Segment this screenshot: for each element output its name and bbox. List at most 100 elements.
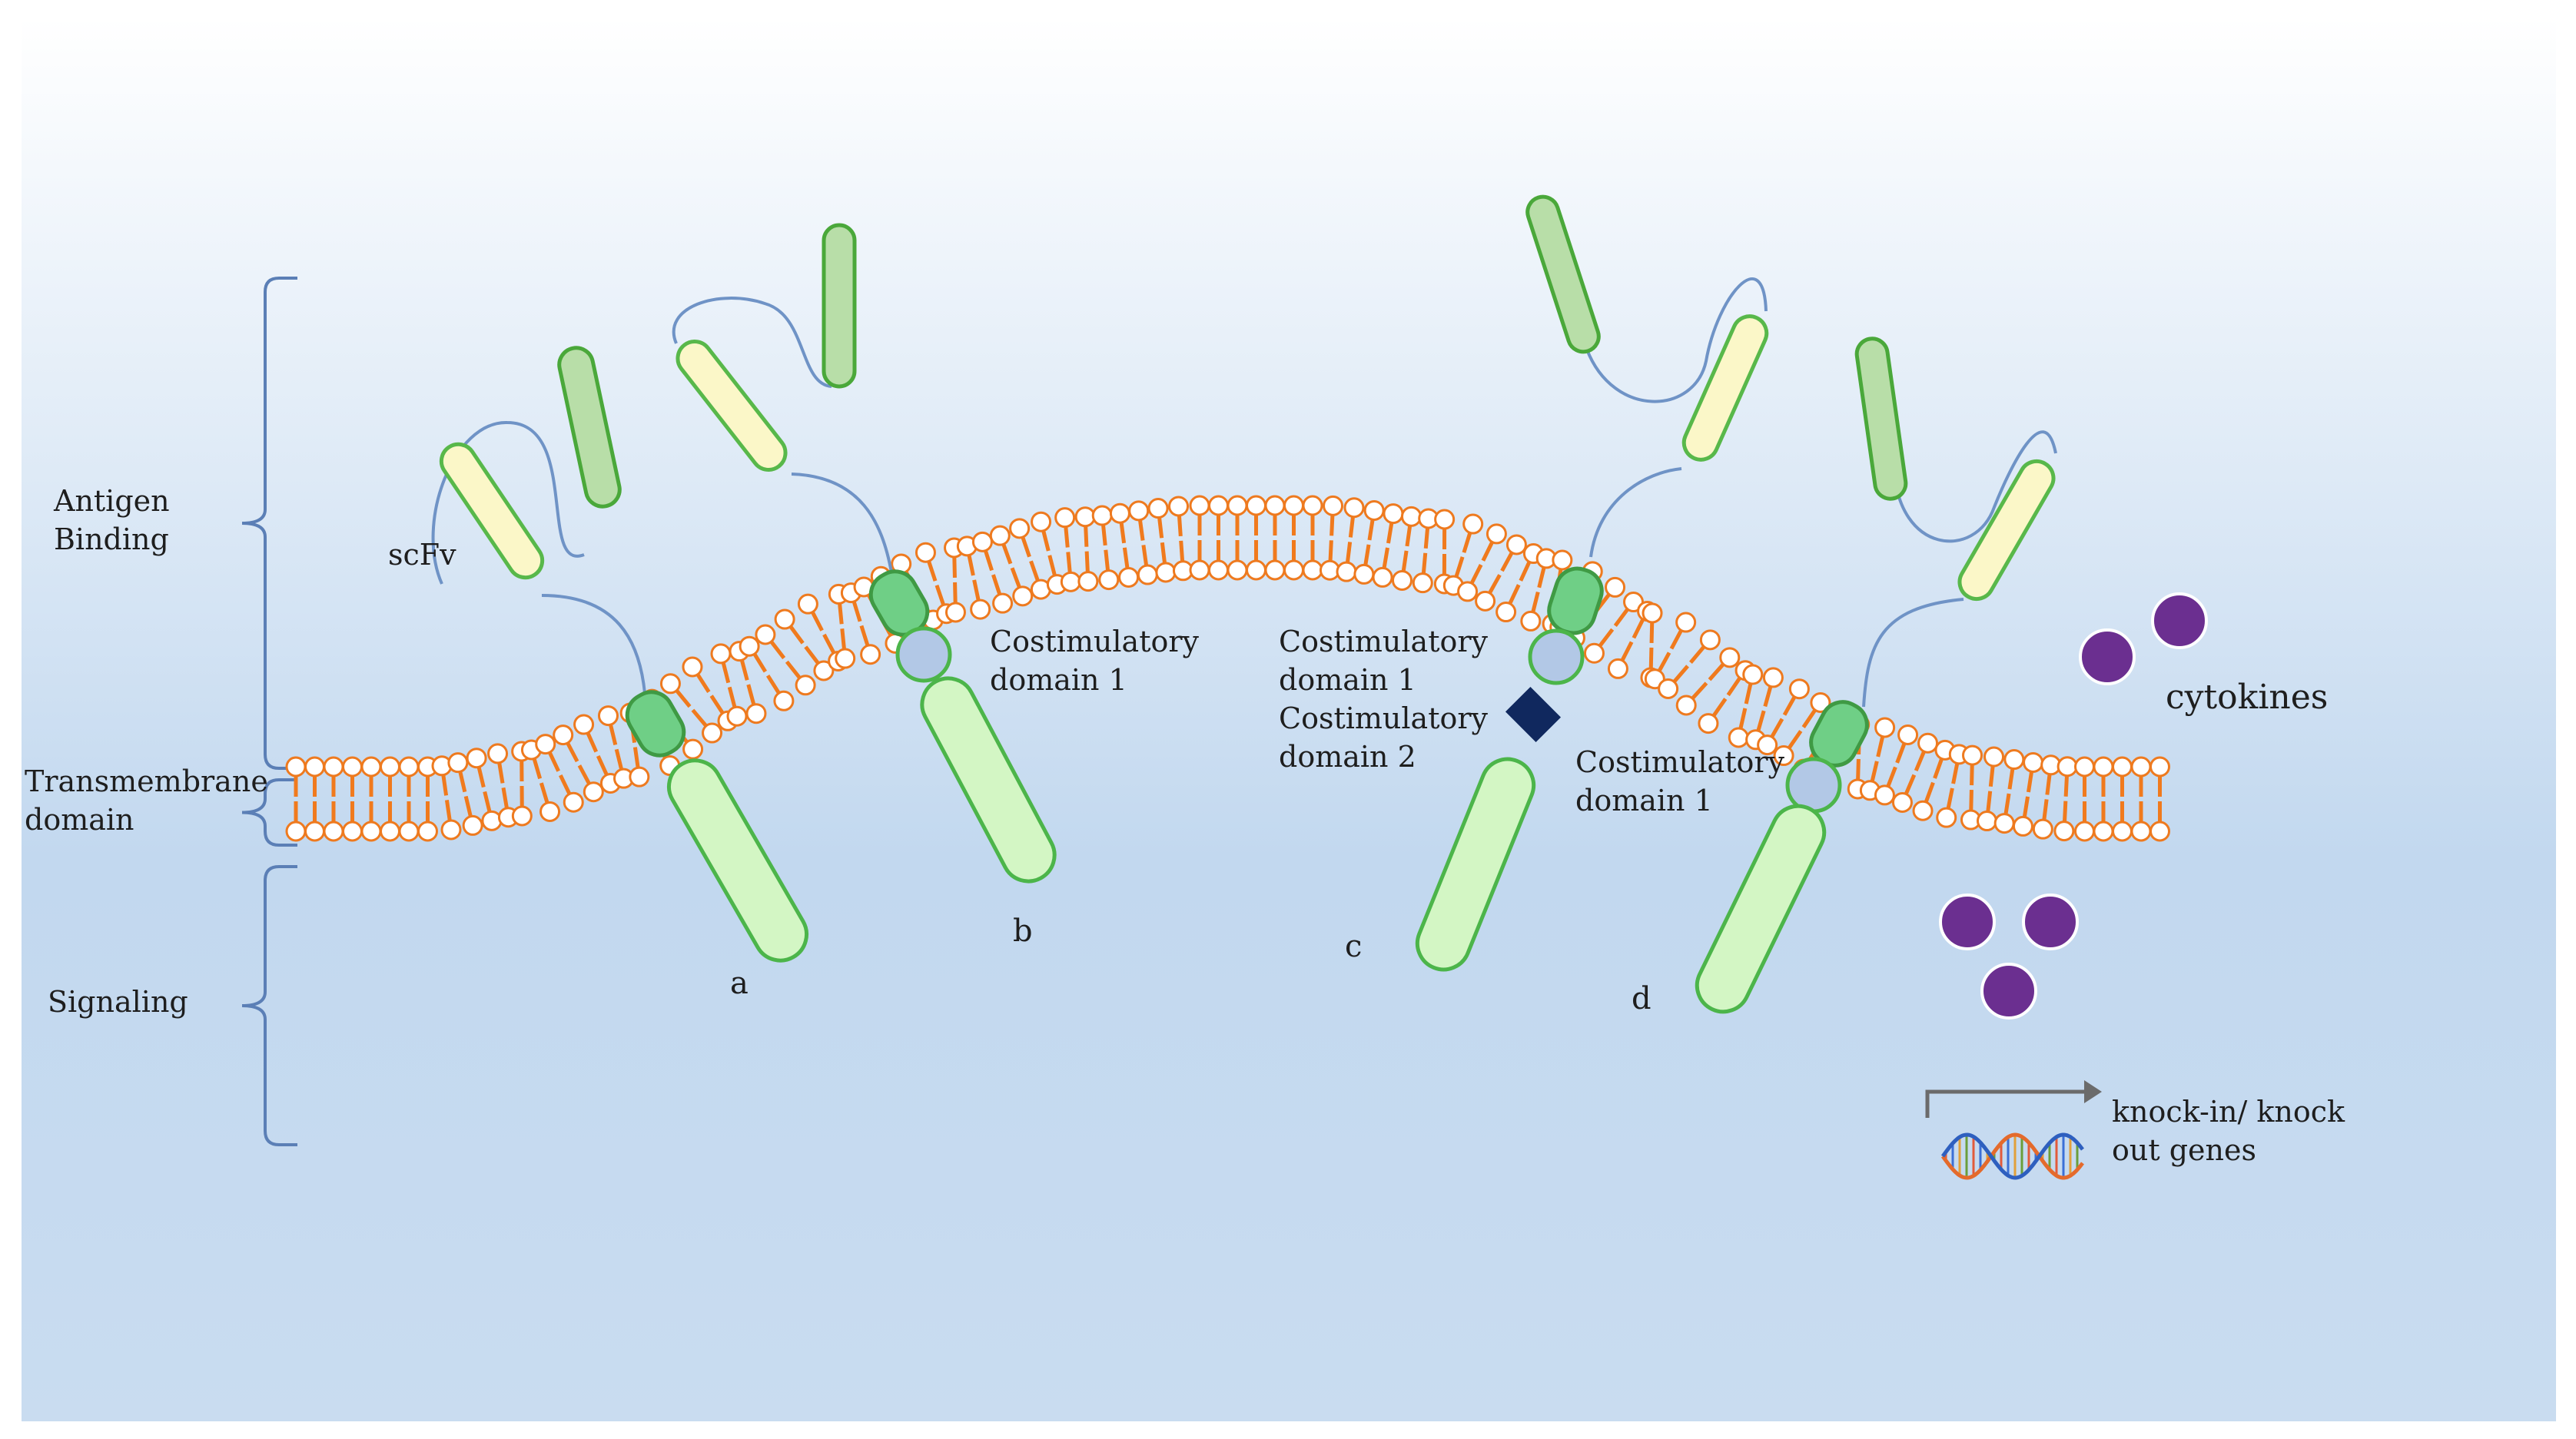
lipid-head [1228,496,1247,515]
car-b-letter: b [1013,913,1033,949]
lipid-head [575,715,593,734]
lipid-head [2113,822,2132,841]
lipid-head [1303,561,1322,579]
lipid-head [1373,568,1392,586]
lipid-head [1985,748,2003,766]
lipid-head [796,676,815,695]
lipid-head [1899,725,1917,744]
car-d-costimulatory-domain-1 [1788,759,1840,811]
lipid-head [1324,496,1343,515]
lipid-head [1606,578,1625,596]
lipid-head [1170,497,1188,516]
lipid-head [400,822,418,841]
car-c-costim-label-line1: Costimulatory [1279,625,1489,658]
lipid-head [324,758,343,776]
lipid-head [971,600,990,618]
lipid-head [2113,758,2132,776]
lipid-head [1977,812,1996,831]
lipid-head [2151,758,2169,776]
lipid-head [1079,572,1097,591]
lipid-head [1893,793,1911,811]
lipid-head [2005,751,2023,769]
lipid-head [467,749,486,768]
lipid-head [419,822,437,841]
lipid-head [1608,659,1627,678]
lipid-head [1157,563,1175,582]
lipid-head [1790,680,1808,698]
lipid-head [1497,603,1515,622]
lipid-head [1032,512,1051,531]
lipid-head [1721,648,1739,667]
lipid-head [541,802,559,821]
lipid-head [1285,561,1303,579]
lipid-head [1149,499,1167,518]
lipid-head [1919,734,1937,752]
genes-label-line1: knock-in/ knock [2112,1095,2345,1129]
car-c-letter: c [1345,929,1362,964]
lipid-head [1764,668,1782,687]
lipid-head [1643,604,1661,622]
lipid-head [836,649,855,668]
lipid-head [1210,561,1228,579]
car-b-costim-label-line1: Costimulatory [990,625,1200,658]
lipid-head [1120,568,1138,586]
signaling-label: Signaling [48,985,188,1019]
scfv-label: scFv [388,538,456,572]
lipid-head [1937,808,1956,827]
transmembrane-label-line2: domain [25,803,134,837]
cytokine-icon [2153,594,2206,648]
lipid-head [728,707,746,725]
lipid-head [489,744,507,763]
lipid-head [1228,561,1247,579]
lipid-head [362,758,380,776]
lipid-head [2076,822,2094,841]
car-b-costim-label-line2: domain 1 [990,663,1127,697]
lipid-head [1553,551,1572,569]
lipid-head [2013,817,2032,835]
lipid-head [1011,519,1029,538]
lipid-head [747,705,765,723]
lipid-head [442,821,460,839]
lipid-head [513,807,531,825]
lipid-head [287,822,305,841]
lipid-head [798,595,817,613]
lipid-head [1522,612,1540,630]
car-d-letter: d [1632,981,1651,1016]
lipid-head [306,822,324,841]
lipid-head [344,758,362,776]
lipid-head [683,658,702,676]
lipid-head [449,754,467,772]
lipid-head [463,816,482,834]
lipid-head [1190,496,1209,515]
cytokine-icon [1982,964,2036,1018]
lipid-head [1729,728,1748,747]
lipid-head [1876,718,1894,737]
lipid-head [1303,496,1322,515]
lipid-head [1247,561,1266,579]
lipid-head [712,645,730,663]
lipid-head [861,645,880,664]
lipid-head [775,691,793,710]
transmembrane-label-line1: Transmembrane [25,764,268,798]
lipid-head [1585,644,1603,662]
lipid-head [554,726,573,744]
lipid-head [2132,758,2150,776]
lipid-head [2094,822,2113,841]
lipid-head [1130,502,1148,520]
car-d-costim-label-line2: domain 1 [1575,784,1713,817]
lipid-head [916,543,934,562]
lipid-head [1995,814,2013,833]
lipid-head [287,758,305,776]
car-a-letter: a [730,966,749,1001]
lipid-head [324,822,343,841]
lipid-head [1744,665,1762,684]
lipid-head [1100,571,1118,589]
lipid-head [1266,496,1284,515]
lipid-head [1266,561,1284,579]
lipid-head [994,594,1012,612]
lipid-head [1138,565,1157,584]
lipid-head [1056,509,1074,527]
lipid-head [483,811,501,830]
lipid-head [1355,565,1373,583]
lipid-head [1464,515,1482,533]
